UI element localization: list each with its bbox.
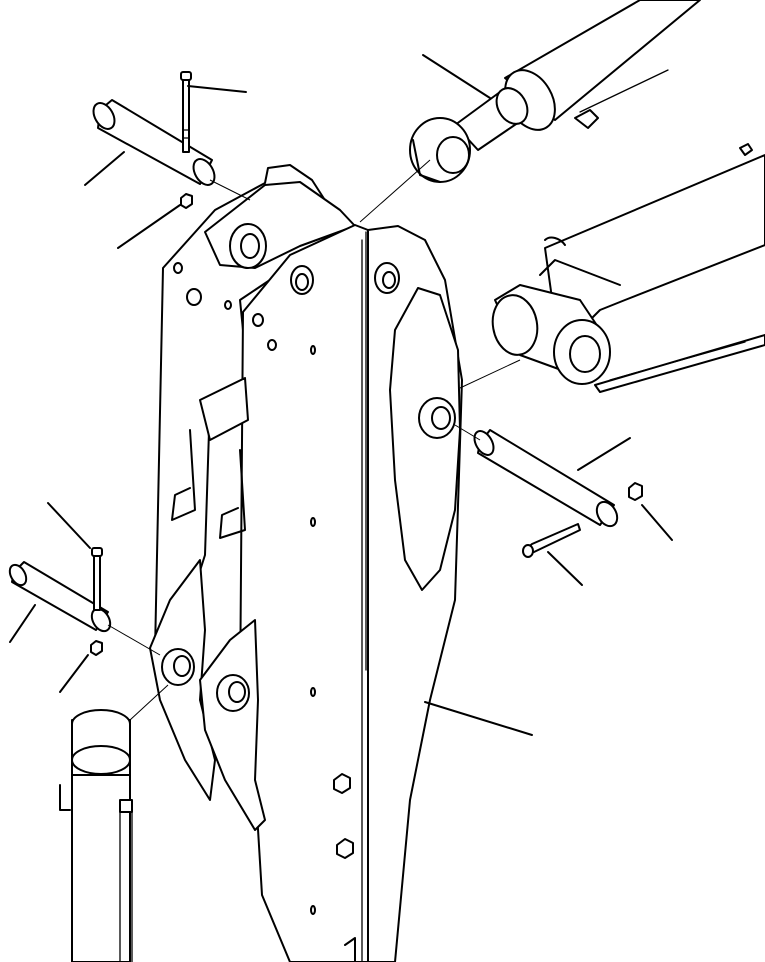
pin-bolt-middle — [522, 523, 581, 558]
leader-bolt-top — [187, 85, 247, 93]
top-pin — [92, 99, 216, 186]
middle-pin — [473, 429, 619, 528]
leader-bolt-middle — [547, 551, 583, 586]
leader-arm — [424, 701, 533, 736]
leader-nut-top — [117, 204, 181, 249]
callout-leaders — [9, 54, 673, 736]
leader-nut-lower — [59, 654, 89, 693]
arm-cylinder — [491, 154, 765, 393]
boom-cylinder — [59, 709, 133, 962]
pin-bolt-top — [180, 71, 192, 153]
assembly-lines — [107, 159, 521, 721]
leader-pin-lower — [9, 604, 36, 643]
arm-weldment — [149, 164, 463, 962]
leader-fitting — [577, 437, 631, 471]
nut-middle — [628, 482, 643, 501]
lower-pin — [8, 561, 112, 633]
pin-bolt-lower — [91, 547, 103, 611]
grease-fitting — [739, 143, 753, 156]
leader-bolt-lower — [47, 502, 91, 549]
bucket-cylinder — [409, 0, 701, 183]
leader-bucket-cylinder — [422, 54, 491, 99]
leader-nut-middle — [641, 504, 673, 541]
leader-pin-top — [84, 151, 125, 186]
nut-top — [180, 193, 193, 209]
nut-lower — [90, 640, 103, 656]
